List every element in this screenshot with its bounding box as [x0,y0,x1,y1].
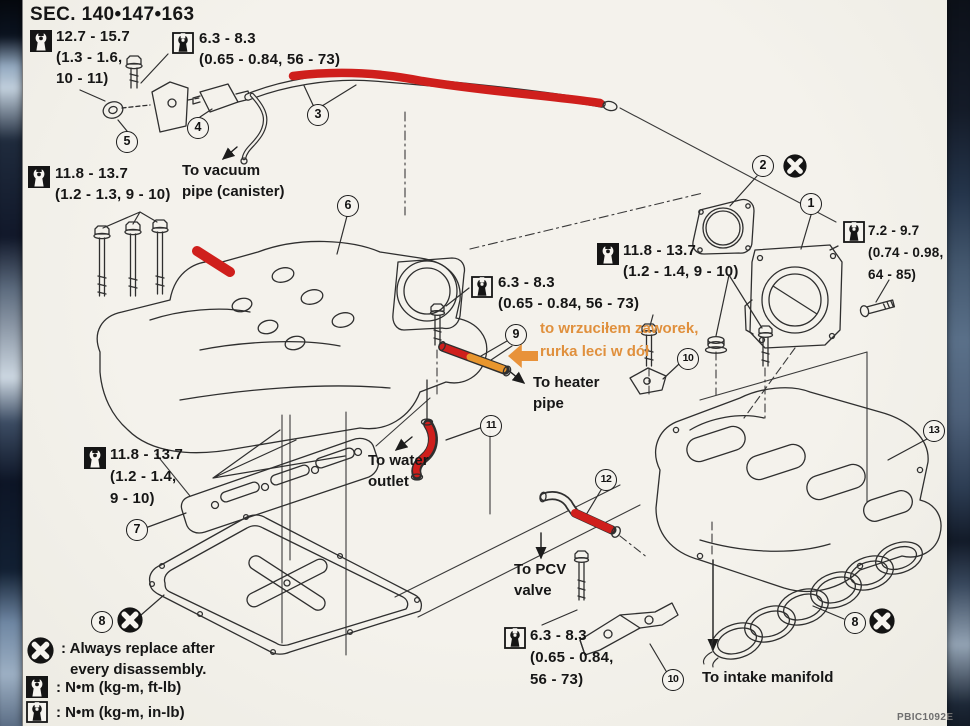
ftlb-wrench-icon [84,447,106,469]
callout-11: 11 [480,415,502,437]
callout-3: 3 [307,104,329,126]
torque-spec: 12.7 - 15.7(1.3 - 1.6,10 - 11) [56,28,130,87]
ftlb-wrench-icon [26,676,48,698]
torque-spec: 6.3 - 8.3(0.65 - 0.84,56 - 73) [530,627,614,688]
service-manual-page [22,0,947,726]
torque-spec: 7.2 - 9.7(0.74 - 0.98,64 - 85) [868,223,944,282]
legend-ftlb-text: : N•m (kg-m, ft-lb) [56,679,182,696]
callout-6: 6 [337,195,359,217]
ftlb-wrench-icon [597,243,619,265]
figure-code: PBIC1092E [897,712,954,723]
inlb-wrench-icon [504,627,526,649]
callout-1: 1 [800,193,822,215]
callout-8-right: 8 [844,612,866,634]
always-replace-icon [783,154,807,178]
callout-13: 13 [923,420,945,442]
legend-inlb-text: : N•m (kg-m, in-lb) [56,704,185,721]
inlb-wrench-icon [26,701,48,723]
torque-spec: 6.3 - 8.3(0.65 - 0.84, 56 - 73) [498,274,640,312]
ftlb-wrench-icon [30,30,52,52]
inlb-wrench-icon [843,221,865,243]
section-title: SEC. 140•147•163 [30,4,195,25]
inlb-wrench-icon [172,32,194,54]
legend-replace-text: : Always replace after every disassembly… [61,640,215,678]
user-annotation-text: to wrzuciłem zaworek,rurka leci w dół [540,320,699,360]
background-left-strip [0,0,22,726]
torque-spec: 11.8 - 13.7(1.2 - 1.4, 9 - 10) [623,242,739,280]
callout-8-left: 8 [91,611,113,633]
label-to-intake-manifold: To intake manifold [702,669,834,686]
inlb-wrench-icon [471,276,493,298]
background-right-strip [947,0,970,726]
callout-4: 4 [187,117,209,139]
always-replace-icon [869,608,895,634]
callout-10-upper: 10 [677,348,699,370]
callout-2: 2 [752,155,774,177]
callout-12: 12 [595,469,617,491]
callout-5: 5 [116,131,138,153]
torque-spec: 11.8 - 13.7(1.2 - 1.4,9 - 10) [110,446,184,507]
torque-spec: 6.3 - 8.3(0.65 - 0.84, 56 - 73) [199,30,341,68]
callout-7: 7 [126,519,148,541]
always-replace-icon [27,637,54,664]
callout-9: 9 [505,324,527,346]
callout-10-lower: 10 [662,669,684,691]
always-replace-icon [117,607,143,633]
ftlb-wrench-icon [28,166,50,188]
torque-spec: 11.8 - 13.7(1.2 - 1.3, 9 - 10) [55,165,171,203]
